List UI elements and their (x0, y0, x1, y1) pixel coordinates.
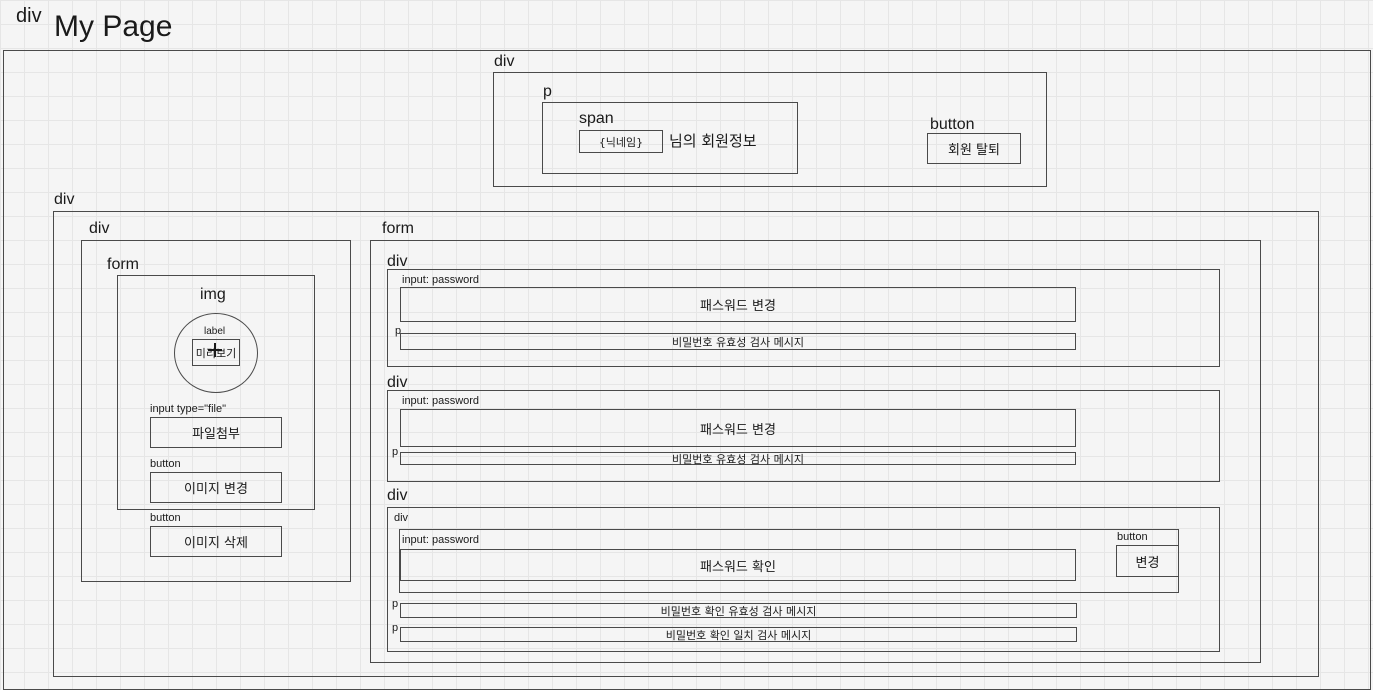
password-group3-div-tag: div (387, 487, 408, 504)
password-match-message: 비밀번호 확인 일치 검사 메시지 (400, 627, 1077, 642)
password-form-tag: form (382, 220, 414, 237)
password-input-2[interactable]: 패스워드 변경 (400, 409, 1076, 447)
member-info-text: 님의 회원정보 (669, 132, 757, 150)
message2-p-tag: p (392, 446, 399, 458)
password-validation-message-1: 비밀번호 유효성 검사 메시지 (400, 333, 1076, 350)
plus-icon (208, 343, 222, 357)
page-title: My Page (54, 10, 173, 43)
image-panel-div-tag: div (89, 220, 110, 237)
p-tag: p (543, 83, 552, 100)
image-form-tag: form (107, 256, 139, 273)
profile-image-circle (174, 313, 258, 393)
withdraw-button-tag: button (930, 116, 975, 133)
span-tag: span (579, 110, 614, 127)
img-tag: img (200, 286, 226, 303)
top-section-box (493, 72, 1047, 187)
main-section-box (53, 211, 1319, 677)
password-group2-div-tag: div (387, 374, 408, 391)
top-div-tag: div (494, 53, 515, 70)
change-image-button[interactable]: 이미지 변경 (150, 472, 282, 503)
change-password-button[interactable]: 변경 (1116, 545, 1179, 577)
password-input-1[interactable]: 패스워드 변경 (400, 287, 1076, 322)
header-div-tag: div (16, 5, 42, 27)
nickname-span: {닉네임} (579, 130, 663, 153)
password-input2-tag: input: password (402, 395, 480, 407)
file-input-tag: input type="file" (150, 403, 226, 415)
password-group1-box (387, 269, 1220, 367)
p-box (542, 102, 798, 174)
password-group2-box (387, 390, 1220, 482)
main-div-tag: div (54, 191, 75, 208)
password-confirm-input-tag: input: password (402, 534, 480, 546)
password-confirm-validation-message: 비밀번호 확인 유효성 검사 메시지 (400, 603, 1077, 618)
password-validation-message-2: 비밀번호 유효성 검사 메시지 (400, 452, 1076, 466)
image-panel-box (81, 240, 351, 582)
change-image-button-tag: button (150, 458, 181, 470)
confirm-inner-div-tag: div (394, 512, 409, 524)
password-form-box (370, 240, 1261, 663)
delete-image-button-tag: button (150, 512, 181, 524)
image-form-box (117, 275, 315, 510)
file-attach-input[interactable]: 파일첨부 (150, 417, 282, 448)
confirm-message2-p-tag: p (392, 622, 399, 634)
password-group1-div-tag: div (387, 253, 408, 270)
password-group3-box (387, 507, 1220, 652)
confirm-button-tag: button (1117, 531, 1148, 543)
message1-p-tag: p (395, 325, 402, 337)
confirm-message1-p-tag: p (392, 598, 399, 610)
withdraw-button[interactable]: 회원 탈퇴 (927, 133, 1021, 164)
password-input1-tag: input: password (402, 274, 480, 286)
label-tag: label (204, 326, 226, 337)
delete-image-button[interactable]: 이미지 삭제 (150, 526, 282, 557)
password-confirm-input[interactable]: 패스워드 확인 (400, 549, 1076, 581)
